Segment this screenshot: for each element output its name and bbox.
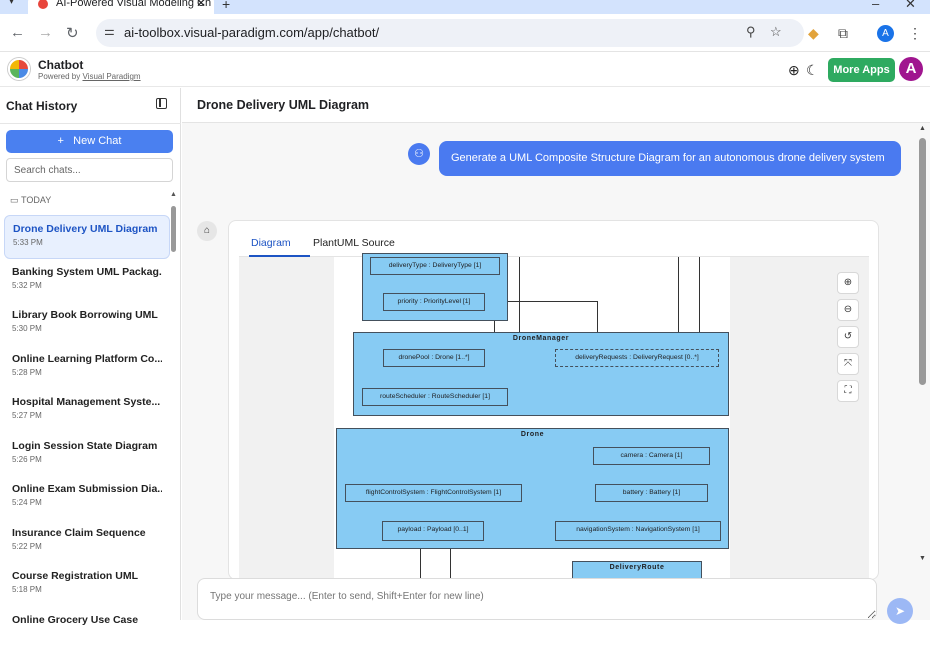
reset-view-icon[interactable]: ↺ [837, 326, 859, 348]
fit-screen-icon[interactable]: ⤧ [837, 353, 859, 375]
send-icon[interactable]: ➤ [887, 598, 913, 624]
diagram-response-card: Diagram PlantUML Source [228, 220, 879, 580]
drone-manager-title: DroneManager [354, 335, 728, 342]
forward-icon[interactable]: → [38, 24, 53, 41]
sidebar-title: Chat History [6, 99, 77, 113]
address-bar[interactable]: ⚌ ai-toolbox.visual-paradigm.com/app/cha… [96, 19, 804, 47]
fullscreen-icon[interactable]: ⛶ [837, 380, 859, 402]
zoom-icon[interactable]: ⚲ [746, 24, 756, 40]
part-route-scheduler: routeScheduler : RouteScheduler [1] [362, 388, 508, 406]
part-delivery-requests: deliveryRequests : DeliveryRequest [0..*… [555, 349, 719, 367]
chat-title: Drone Delivery UML Diagram [197, 98, 369, 112]
scroll-up-icon[interactable]: ▲ [919, 125, 926, 132]
response-tabs: Diagram PlantUML Source [239, 221, 869, 257]
bot-icon: ⌂ [197, 221, 217, 241]
chat-main: Drone Delivery UML Diagram ▲ ▼ ⚇ Generat… [182, 88, 930, 620]
close-tab-icon[interactable]: ✕ [196, 0, 206, 12]
chat-item[interactable]: Online Grocery Use Case [4, 607, 170, 650]
powered-by: Powered by Visual Paradigm [38, 72, 141, 81]
language-globe-icon[interactable]: ⊕ [788, 62, 800, 79]
part-payload: payload : Payload [0..1] [382, 521, 484, 541]
chat-item[interactable]: Online Learning Platform Co...5:28 PM [4, 346, 170, 390]
sidebar-scroll-up-icon[interactable]: ▲ [170, 191, 177, 198]
part-navigation-system: navigationSystem : NavigationSystem [1] [555, 521, 721, 541]
zoom-in-icon[interactable]: ⊕ [837, 272, 859, 294]
diagram-viewport[interactable]: deliveryType : DeliveryType [1] priority… [239, 257, 869, 580]
chat-item[interactable]: Banking System UML Packag...5:32 PM [4, 259, 170, 303]
scroll-down-icon[interactable]: ▼ [919, 555, 926, 562]
user-avatar[interactable]: A [899, 57, 923, 81]
drone-title: Drone [337, 431, 728, 438]
browser-tab-title: AI-Powered Visual Modeling Ch [56, 0, 211, 9]
reload-icon[interactable]: ↻ [66, 24, 79, 42]
minimize-icon[interactable]: – [872, 0, 879, 11]
part-flight-control-system: flightControlSystem : FlightControlSyste… [345, 484, 522, 502]
connector-line [678, 257, 679, 332]
part-camera: camera : Camera [1] [593, 447, 710, 465]
more-apps-button[interactable]: More Apps [828, 58, 895, 82]
chat-item[interactable]: Hospital Management Syste...5:27 PM [4, 389, 170, 433]
tab-diagram[interactable]: Diagram [251, 237, 291, 249]
app-header: Chatbot Powered by Visual Paradigm ⊕ ☾ M… [0, 52, 930, 87]
app-logo [8, 58, 30, 80]
app-name: Chatbot [38, 58, 83, 72]
user-message-icon: ⚇ [408, 143, 430, 165]
connector-line [699, 257, 700, 332]
extensions-puzzle-icon[interactable]: ⧉ [838, 25, 848, 42]
chat-header: Drone Delivery UML Diagram [182, 88, 930, 123]
part-battery: battery : Battery [1] [595, 484, 708, 502]
browser-tab-strip: ▾ AI-Powered Visual Modeling Ch ✕ + – ✕ [0, 0, 930, 14]
url-text: ai-toolbox.visual-paradigm.com/app/chatb… [124, 25, 379, 40]
group-label-today: ▭ TODAY [10, 195, 51, 206]
part-delivery-type: deliveryType : DeliveryType [1] [370, 257, 500, 275]
delivery-route-title: DeliveryRoute [573, 564, 701, 571]
new-chat-button[interactable]: + New Chat [6, 130, 173, 153]
browser-menu-icon[interactable]: ⋮ [908, 25, 922, 42]
tab-search-icon[interactable]: ▾ [9, 0, 14, 7]
bookmark-star-icon[interactable]: ☆ [770, 24, 782, 40]
browser-profile-avatar[interactable]: A [877, 25, 894, 42]
connector-line [519, 257, 520, 332]
site-info-icon[interactable]: ⚌ [104, 24, 115, 38]
uml-diagram: deliveryType : DeliveryType [1] priority… [334, 257, 730, 580]
calendar-icon: ▭ [10, 195, 19, 205]
chat-scrollbar[interactable] [919, 138, 926, 385]
visual-paradigm-link[interactable]: Visual Paradigm [82, 72, 140, 81]
new-tab-icon[interactable]: + [222, 0, 230, 12]
part-drone-pool: dronePool : Drone [1..*] [383, 349, 485, 367]
sidebar-toggle-icon[interactable] [156, 98, 167, 109]
extension-icon[interactable]: ◆ [808, 25, 819, 42]
close-window-icon[interactable]: ✕ [905, 0, 916, 12]
tab-plantuml-source[interactable]: PlantUML Source [313, 237, 395, 249]
browser-tab[interactable]: AI-Powered Visual Modeling Ch ✕ [28, 0, 214, 14]
part-priority: priority : PriorityLevel [1] [383, 293, 485, 311]
chat-item[interactable]: Online Exam Submission Dia...5:24 PM [4, 476, 170, 520]
theme-moon-icon[interactable]: ☾ [806, 62, 819, 79]
zoom-out-icon[interactable]: ⊖ [837, 299, 859, 321]
chat-history-sidebar: Chat History + New Chat ▭ TODAY ▲ Drone … [0, 88, 181, 620]
search-chats-input[interactable] [6, 158, 173, 182]
browser-toolbar: ← → ↻ ⚌ ai-toolbox.visual-paradigm.com/a… [0, 14, 930, 52]
user-message-bubble: Generate a UML Composite Structure Diagr… [439, 141, 901, 176]
back-icon[interactable]: ← [10, 24, 25, 41]
sidebar-divider [0, 123, 181, 124]
message-input[interactable] [197, 578, 877, 620]
sidebar-scrollbar[interactable] [171, 206, 176, 252]
favicon-icon [38, 0, 48, 9]
